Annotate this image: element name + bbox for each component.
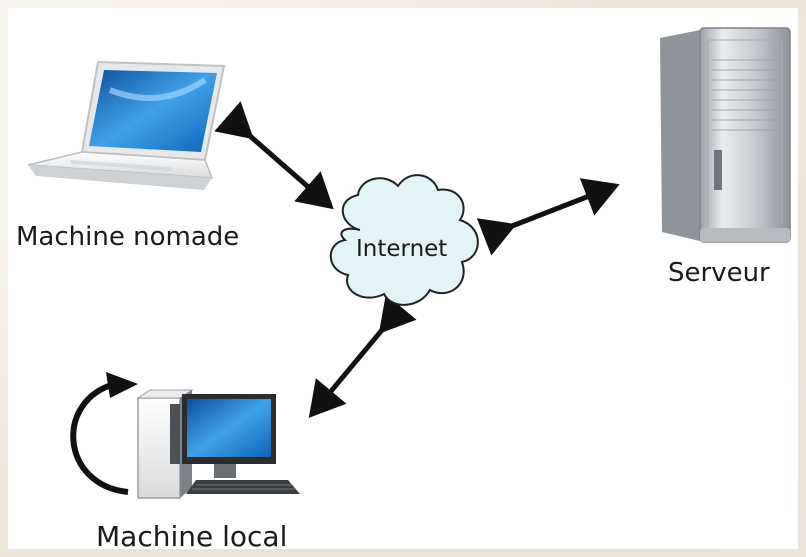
cloud-icon — [329, 174, 479, 306]
label-machine-local: Machine local — [96, 520, 288, 553]
label-machine-nomade: Machine nomade — [16, 222, 240, 252]
label-internet: Internet — [356, 236, 448, 262]
loop-arrow-icon — [70, 372, 138, 495]
arrow-laptop-internet — [214, 101, 334, 210]
arrow-internet-local — [308, 294, 417, 418]
server-tower-icon — [660, 27, 791, 243]
desktop-computer-icon — [136, 389, 300, 499]
label-serveur: Serveur — [668, 258, 770, 288]
arrow-internet-server — [476, 178, 620, 256]
laptop-icon — [27, 60, 226, 190]
